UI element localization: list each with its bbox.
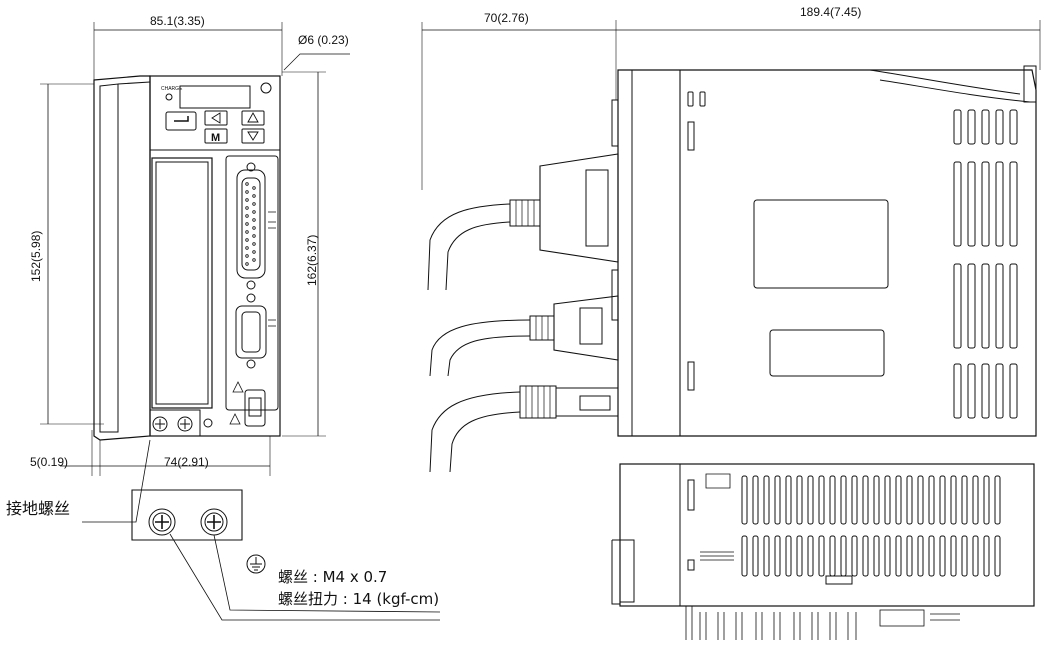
cable-connector-2 xyxy=(429,295,619,377)
nameplate xyxy=(753,199,889,289)
down-key[interactable] xyxy=(241,128,265,144)
ground-screw-label: 接地螺丝 xyxy=(6,499,70,518)
dimension-labels: 85.1(3.35) Ø6 (0.23) 152(5.98) 162(6.37)… xyxy=(6,5,861,608)
charge-led xyxy=(165,93,173,101)
warning-plate xyxy=(769,329,885,377)
up-key[interactable] xyxy=(241,110,265,126)
keypad: M xyxy=(165,110,265,144)
enter-key[interactable] xyxy=(165,111,197,131)
mode-key[interactable] xyxy=(204,128,228,144)
cable-connector-1 xyxy=(427,153,619,291)
ground-screw-2 xyxy=(177,416,193,432)
terminal-cover xyxy=(151,157,213,409)
ground-screw-callout xyxy=(82,439,441,621)
front-view: CHARGE M xyxy=(40,22,350,476)
terminal-pins xyxy=(685,606,960,640)
charge-label: CHARGE xyxy=(161,86,183,92)
usb-port xyxy=(244,389,266,427)
cn1-connector xyxy=(236,169,266,279)
dim-hole-diameter: Ø6 (0.23) xyxy=(298,33,349,47)
bottom-view xyxy=(611,463,1035,640)
dim-mount-offset: 5(0.19) xyxy=(30,455,68,469)
side-view xyxy=(421,20,1041,473)
dim-width-front: 85.1(3.35) xyxy=(150,14,205,28)
vent-slots xyxy=(953,109,1018,419)
ground-symbol-icon xyxy=(246,554,266,574)
cn2-connector xyxy=(235,305,267,359)
cable-connector-3 xyxy=(429,385,619,473)
torque-spec: 螺丝扭力 : 14 (kgf-cm) xyxy=(278,590,439,608)
mode-key-label: M xyxy=(211,132,220,144)
dim-cable-clearance: 70(2.76) xyxy=(484,11,529,25)
bottom-vent-slots xyxy=(741,475,1001,577)
dim-depth: 189.4(7.45) xyxy=(800,5,861,19)
dim-height-right: 162(6.37) xyxy=(305,235,319,286)
screw-spec: 螺丝 : M4 x 0.7 xyxy=(278,568,387,586)
dim-mount-spacing: 74(2.91) xyxy=(164,455,209,469)
ground-screw-1 xyxy=(152,416,168,432)
left-key[interactable] xyxy=(204,110,228,126)
dim-height-left: 152(5.98) xyxy=(29,231,43,282)
cn1-pins xyxy=(245,182,256,266)
display-window xyxy=(179,85,251,109)
